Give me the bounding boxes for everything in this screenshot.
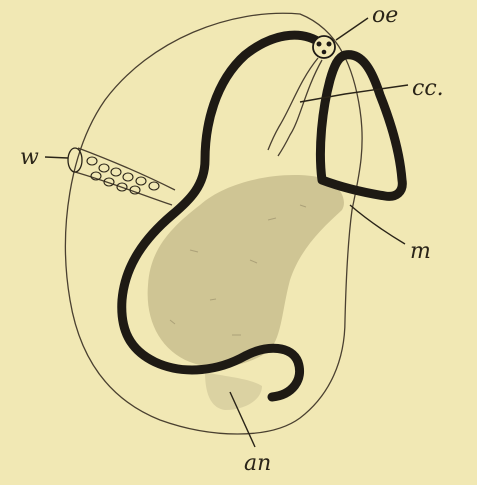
leader-w — [45, 157, 68, 158]
leader-m — [350, 205, 405, 244]
leader-cc — [300, 85, 408, 102]
shaded-mass — [148, 175, 344, 367]
label-an: an — [244, 451, 271, 476]
leader-oe — [336, 18, 368, 40]
shaded-mass-lower — [205, 372, 262, 410]
label-m: m — [410, 239, 431, 264]
nerve-threads — [268, 58, 322, 156]
label-oe: oe — [372, 3, 398, 28]
oe-ganglion — [313, 36, 335, 58]
label-w: w — [20, 145, 39, 170]
label-cc: cc. — [412, 76, 444, 101]
w-organ — [68, 148, 175, 205]
